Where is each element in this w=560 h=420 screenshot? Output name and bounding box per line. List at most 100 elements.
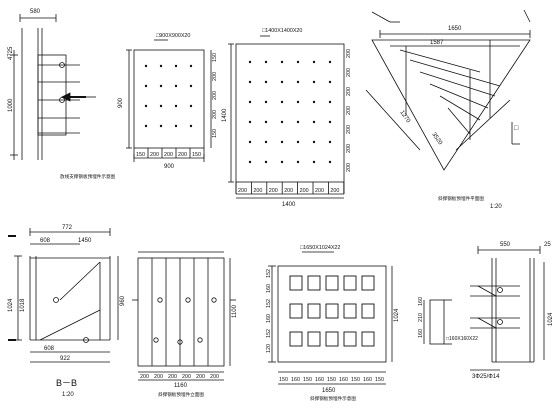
dim-label: 922 [60, 356, 71, 362]
embed-cell [307, 275, 321, 291]
dim-label: 152 [266, 329, 272, 338]
anchor-marker [197, 337, 203, 343]
embed-cell [325, 275, 339, 291]
plate-900-dots [144, 64, 193, 128]
anchor-marker [59, 97, 65, 103]
dim-label: 200 [346, 68, 352, 77]
anchor-dot [296, 80, 300, 84]
caption: 放线支撑钢板预埋件示意图 [60, 173, 116, 180]
anchor-dot [280, 140, 284, 144]
dim-label: 200 [178, 152, 187, 158]
embed-cell [289, 331, 303, 347]
dim-label: 200 [300, 188, 309, 194]
dim-label: 200 [346, 125, 352, 134]
anchor-dot [248, 100, 252, 104]
anchor-dot [248, 80, 252, 84]
dim-label: 772 [62, 225, 73, 231]
dim-label: 160 [418, 329, 424, 338]
dim-label: 1018 [20, 298, 26, 312]
anchor-marker [153, 337, 159, 343]
plate-1400-ticks [235, 182, 345, 194]
grid-plate-cells [289, 275, 375, 347]
dim-label: 1400 [222, 108, 228, 122]
dim-label: 608 [44, 346, 55, 352]
anchor-dot [312, 80, 316, 84]
anchor-dot [328, 160, 332, 164]
dim-label: 150 [303, 377, 312, 383]
embed-cell [307, 331, 321, 347]
dim-label: 1400 [282, 202, 296, 208]
anchor-dot [264, 80, 268, 84]
caption: 斜撑钢板预埋件示意图 [310, 395, 356, 402]
dim-label: 200 [238, 188, 247, 194]
dim-label: 210 [418, 313, 424, 322]
dim-label: 580 [30, 9, 41, 15]
embed-cell [325, 331, 339, 347]
dim-label: 550 [500, 242, 511, 248]
dim-label: 160 [266, 284, 272, 293]
dim-label: 1024 [8, 298, 14, 312]
anchor-dot [312, 60, 316, 64]
rebar-label: 3Ф25/Ф14 [472, 374, 500, 380]
embed-cell [307, 303, 321, 319]
caption: 斜撑钢板预埋件平面图 [438, 195, 484, 202]
anchor-dot [312, 100, 316, 104]
anchor-dot [280, 120, 284, 124]
caption: 斜撑钢板预埋件立面图 [158, 391, 204, 398]
anchor-dot [189, 124, 193, 128]
dim-label: 200 [212, 72, 218, 81]
anchor-marker [497, 319, 503, 325]
anchor-dot [264, 120, 268, 124]
scale-label: 1:20 [62, 392, 74, 398]
plate-title: □900X900X20 [156, 33, 190, 39]
anchor-dot [280, 160, 284, 164]
dim-label: 200 [346, 163, 352, 172]
anchor-dot [296, 140, 300, 144]
dim-label: 150 [351, 377, 360, 383]
dim-label: 200 [182, 374, 191, 380]
dim-label: 200 [154, 374, 163, 380]
anchor-dot [280, 80, 284, 84]
wall-embed-detail [10, 14, 96, 160]
anchor-dot [248, 160, 252, 164]
anchor-dot [328, 80, 332, 84]
anchor-dot [328, 60, 332, 64]
dim-label: 200 [284, 188, 293, 194]
anchor-dot [144, 104, 148, 108]
dim-label: 3520 [430, 132, 443, 147]
dim-label: 200 [210, 374, 219, 380]
plate-title: □1400X1400X20 [262, 28, 302, 34]
section-label: B－B [56, 378, 77, 388]
dim-label: 200 [212, 91, 218, 100]
dim-label: 200 [269, 188, 278, 194]
anchor-dot [264, 60, 268, 64]
anchor-dot [159, 84, 163, 88]
anchor-marker [177, 339, 183, 345]
anchor-dot [296, 120, 300, 124]
anchor-dot [189, 104, 193, 108]
dim-label: 200 [330, 188, 339, 194]
dim-label: 160 [363, 377, 372, 383]
scale-label: 1:20 [490, 204, 502, 210]
anchor-dot [144, 64, 148, 68]
dim-label: 160 [315, 377, 324, 383]
section-mark: □ [514, 125, 519, 132]
anchor-marker [157, 297, 163, 303]
anchor-marker [53, 297, 59, 303]
anchor-dot [159, 124, 163, 128]
dim-label: 1270 [398, 110, 411, 125]
anchor-dot [174, 124, 178, 128]
dim-label: 150 [327, 377, 336, 383]
dim-label: 900 [118, 97, 124, 108]
embed-cell [361, 303, 375, 319]
triangle-plan [365, 9, 531, 171]
dim-label: 200 [253, 188, 262, 194]
anchor-dot [264, 160, 268, 164]
dim-label: 960 [120, 295, 126, 306]
dim-label: 150 [375, 377, 384, 383]
embed-cell [289, 275, 303, 291]
dim-label: 1650 [322, 388, 336, 394]
dim-label: 1450 [78, 238, 92, 244]
embed-cell [361, 331, 375, 347]
